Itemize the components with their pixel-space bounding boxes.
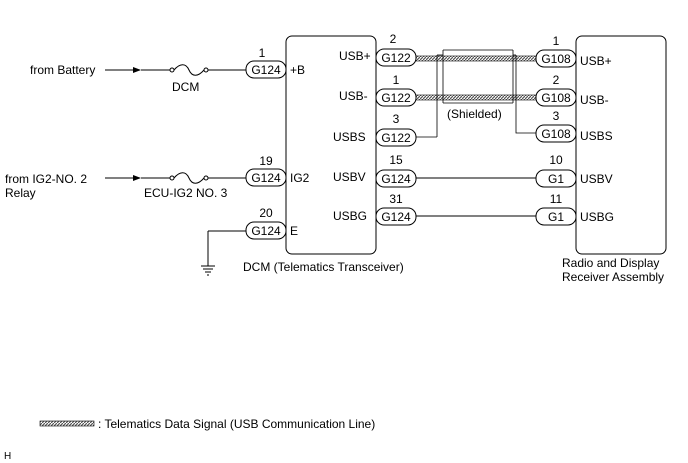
corner-mark: H <box>4 451 11 462</box>
radio-title-line1: Radio and Display <box>562 256 659 270</box>
svg-text:G108: G108 <box>541 52 571 66</box>
svg-text:G1: G1 <box>548 172 564 186</box>
dcm-right-pin-31: 31 G124 <box>375 192 417 226</box>
svg-text:1: 1 <box>259 46 266 60</box>
radio-box <box>575 35 667 255</box>
dcm-label-usbm: USB- <box>339 89 368 103</box>
svg-text:G124: G124 <box>251 224 281 238</box>
dcm-box <box>285 35 377 255</box>
dcm-right-pin-15: 15 G124 <box>375 153 417 188</box>
wire-usb-minus <box>415 94 537 101</box>
shield-label: (Shielded) <box>447 107 502 121</box>
shield-outline <box>416 49 536 138</box>
svg-text:+B: +B <box>290 63 305 77</box>
svg-text:G108: G108 <box>541 91 571 105</box>
svg-text:USBS: USBS <box>580 129 613 143</box>
svg-text:2: 2 <box>390 32 397 46</box>
svg-text:E: E <box>290 224 298 238</box>
dcm-left-pin-20: 20 G124 E <box>245 206 298 240</box>
svg-text:G122: G122 <box>381 131 411 145</box>
dcm-left-pin-19: 19 G124 IG2 <box>245 154 310 187</box>
source-ig2-line1: from IG2-NO. 2 <box>5 172 87 186</box>
dcm-label-usbg: USBG <box>333 209 367 223</box>
svg-text:20: 20 <box>259 206 273 220</box>
svg-text:15: 15 <box>389 153 403 167</box>
source-ig2-line2: Relay <box>5 186 36 200</box>
ground-wire <box>207 230 246 266</box>
svg-text:G122: G122 <box>381 51 411 65</box>
legend-text: : Telematics Data Signal (USB Communicat… <box>98 417 375 431</box>
svg-text:1: 1 <box>553 34 560 48</box>
radio-pin-11: 11 G1 USBG <box>535 192 614 226</box>
svg-text:G124: G124 <box>381 172 411 186</box>
svg-text:31: 31 <box>389 192 403 206</box>
source-battery: from Battery <box>30 63 95 77</box>
fuse-ecu-ig2-label: ECU-IG2 NO. 3 <box>144 186 228 200</box>
svg-text:G1: G1 <box>548 210 564 224</box>
radio-pin-2: 2 G108 USB- <box>535 73 609 107</box>
dcm-left-pin-1: 1 G124 +B <box>245 46 305 79</box>
dcm-title: DCM (Telematics Transceiver) <box>243 260 404 274</box>
wire-usb-plus <box>415 55 537 62</box>
svg-text:11: 11 <box>550 192 563 206</box>
radio-pin-10: 10 G1 USBV <box>535 153 613 188</box>
svg-text:3: 3 <box>553 109 560 123</box>
svg-text:USBG: USBG <box>580 210 614 224</box>
svg-text:G124: G124 <box>251 63 281 77</box>
ground-icon <box>201 265 215 276</box>
svg-text:19: 19 <box>259 154 273 168</box>
dcm-label-usbv: USBV <box>333 170 366 184</box>
svg-text:G124: G124 <box>381 210 411 224</box>
svg-text:USB+: USB+ <box>580 54 612 68</box>
dcm-right-pin-2: 2 G122 <box>375 32 417 67</box>
battery-wire <box>105 64 246 76</box>
dcm-label-usbs: USBS <box>333 130 366 144</box>
svg-text:1: 1 <box>393 73 400 87</box>
svg-text:3: 3 <box>393 112 400 126</box>
dcm-right-pin-3: 3 G122 <box>375 112 417 147</box>
svg-text:G124: G124 <box>251 171 281 185</box>
svg-text:2: 2 <box>553 73 560 87</box>
svg-text:G122: G122 <box>381 91 411 105</box>
ig2-wire <box>105 172 246 184</box>
radio-pin-3: 3 G108 USBS <box>535 109 613 143</box>
fuse-dcm-label: DCM <box>172 80 199 94</box>
svg-text:10: 10 <box>549 153 563 167</box>
svg-text:USB-: USB- <box>580 93 609 107</box>
svg-text:IG2: IG2 <box>290 171 310 185</box>
radio-title-line2: Receiver Assembly <box>562 270 664 284</box>
dcm-right-pin-1: 1 G122 <box>375 73 417 107</box>
svg-text:USBV: USBV <box>580 172 613 186</box>
radio-pin-1: 1 G108 USB+ <box>535 34 612 68</box>
legend-swatch <box>39 420 95 427</box>
svg-text:G108: G108 <box>541 127 571 141</box>
dcm-label-usbp: USB+ <box>339 49 371 63</box>
